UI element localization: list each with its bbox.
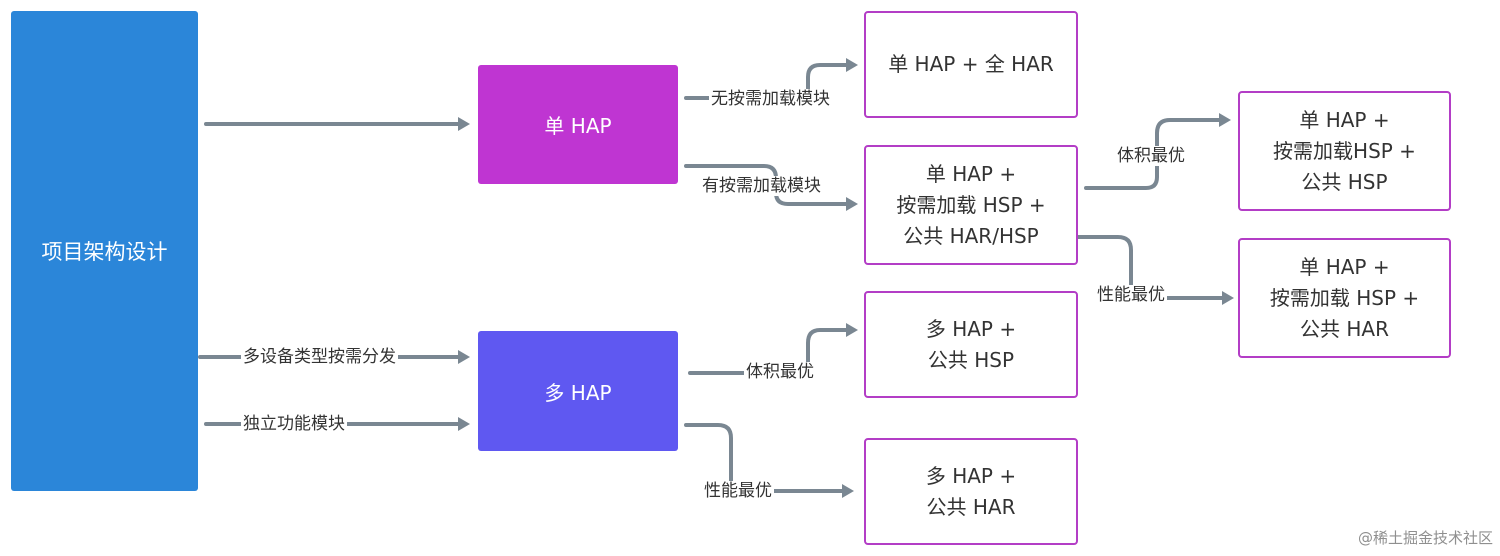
- edge-label-no-ondemand: 无按需加载模块: [709, 89, 832, 109]
- edge-label-multi-perf-best: 性能最优: [702, 481, 774, 501]
- edge-label-single-perf-best: 性能最优: [1095, 285, 1167, 305]
- edge-single-perf-arrow: [1222, 291, 1234, 305]
- root-node-project-architecture: 项目架构设计: [11, 11, 198, 491]
- size-best-result-node: 单 HAP + 按需加载HSP + 公共 HSP: [1238, 91, 1451, 211]
- edge-single-perf: [1074, 235, 1224, 300]
- edge-multi-size-arrow: [846, 323, 858, 337]
- edge-no-ondemand-arrow: [846, 58, 858, 72]
- edge-label-multi-device: 多设备类型按需分发: [241, 347, 398, 367]
- edge-multi-device-arrow: [458, 350, 470, 364]
- edge-multi-perf-arrow: [842, 484, 854, 498]
- edge-single-size-arrow: [1219, 113, 1231, 127]
- edge-label-has-ondemand: 有按需加载模块: [700, 176, 823, 196]
- edge-has-ondemand-arrow: [846, 197, 858, 211]
- single-ondemand-hsp-node: 单 HAP + 按需加载 HSP + 公共 HAR/HSP: [864, 145, 1078, 265]
- edge-root-single-arrow: [458, 117, 470, 131]
- watermark: @稀土掘金技术社区: [1357, 529, 1493, 547]
- edge-no-ondemand: [684, 63, 848, 100]
- edge-label-independent: 独立功能模块: [241, 414, 347, 434]
- edge-label-multi-size-best: 体积最优: [744, 362, 816, 382]
- single-full-har-node: 单 HAP + 全 HAR: [864, 11, 1078, 118]
- perf-best-result-node: 单 HAP + 按需加载 HSP + 公共 HAR: [1238, 238, 1451, 358]
- multi-public-hsp-node: 多 HAP + 公共 HSP: [864, 291, 1078, 398]
- edge-independent-arrow: [458, 417, 470, 431]
- multi-hap-node: 多 HAP: [478, 331, 678, 451]
- edge-label-single-size-best: 体积最优: [1115, 146, 1187, 166]
- single-hap-node: 单 HAP: [478, 65, 678, 184]
- edge-multi-perf: [684, 423, 844, 493]
- edge-multi-size: [688, 328, 848, 375]
- multi-public-har-node: 多 HAP + 公共 HAR: [864, 438, 1078, 545]
